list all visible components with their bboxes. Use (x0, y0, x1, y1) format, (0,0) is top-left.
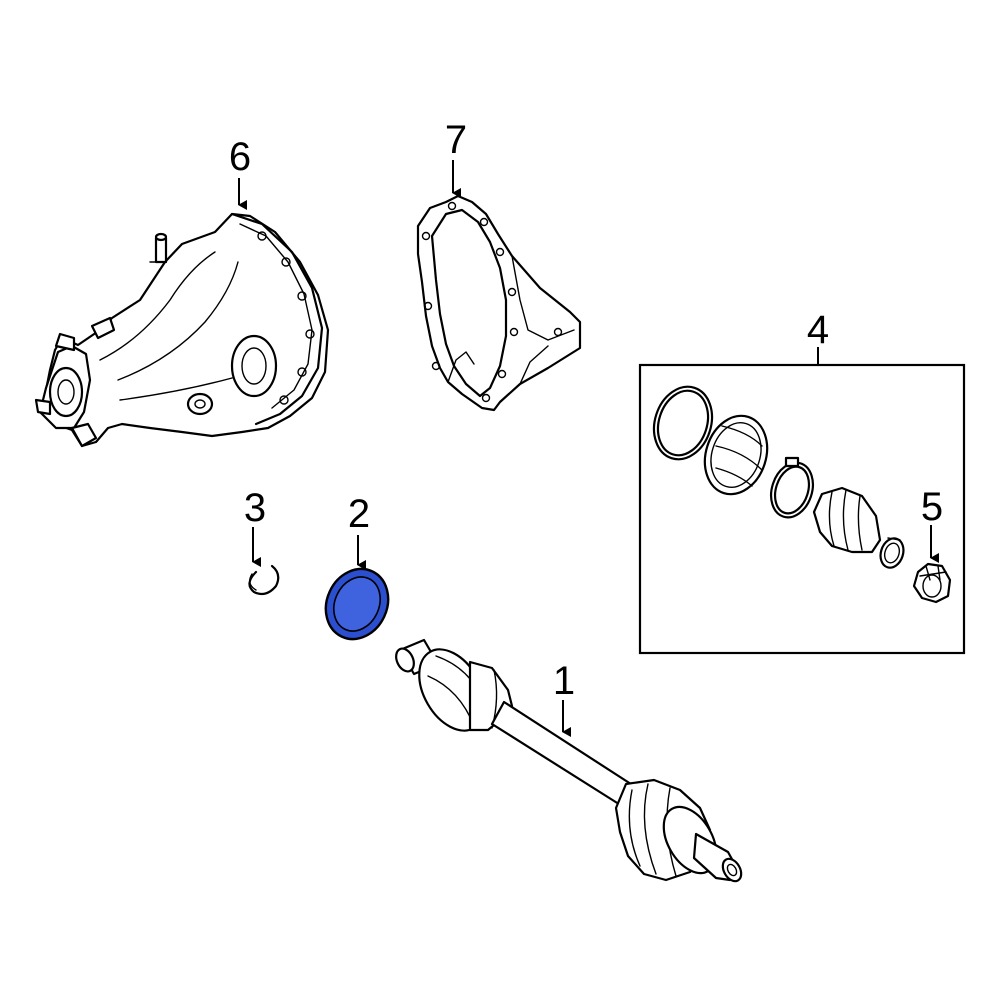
boot-kit-box (638, 363, 966, 655)
axle-nut[interactable] (912, 562, 952, 604)
callout-7: 7 (445, 118, 467, 162)
snap-ring[interactable] (248, 564, 280, 596)
axle-shaft[interactable] (393, 638, 745, 884)
leader-lines (238, 160, 939, 737)
callout-4: 4 (807, 308, 829, 352)
callout-5: 5 (921, 485, 943, 529)
callout-2: 2 (348, 492, 370, 536)
callout-3: 3 (244, 486, 266, 530)
callout-1: 1 (553, 659, 575, 703)
differential-housing[interactable] (34, 212, 330, 448)
boot-kit-parts[interactable] (645, 379, 907, 571)
callout-6: 6 (229, 135, 251, 179)
oil-seal-highlighted[interactable] (315, 559, 400, 650)
gasket[interactable] (416, 194, 582, 412)
